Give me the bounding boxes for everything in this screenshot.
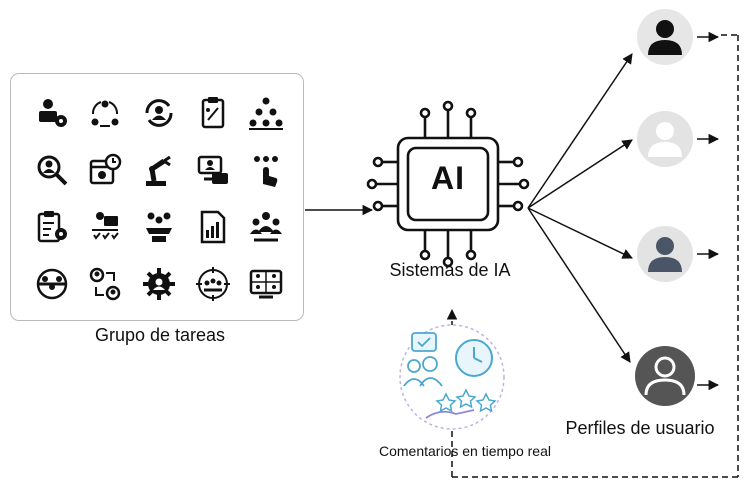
ai-chip-text: AI [431,160,465,196]
gear-person-icon [132,255,186,312]
org-hierarchy-icon [239,84,293,141]
user-profile-light-icon [637,111,693,167]
feedback-label: Comentarios en tiempo real [379,443,551,459]
task-icon-grid [25,84,293,312]
video-conference-icon [239,255,293,312]
report-chart-icon [186,198,240,255]
person-laptop-gear-icon [25,84,79,141]
profiles-label: Perfiles de usuario [565,418,715,438]
team-cycle-icon [79,84,133,141]
calendar-clock-icon [79,141,133,198]
people-exchange-icon [79,255,133,312]
clipboard-gear-icon [25,198,79,255]
hand-select-person-icon [239,141,293,198]
feedback-illustration-icon [399,324,505,430]
ai-to-profiles-arrows [527,53,633,363]
user-profile-slate-icon [637,226,693,282]
target-team-icon [186,255,240,312]
ai-system-label: Sistemas de IA [389,260,511,280]
meeting-table-icon [132,198,186,255]
team-delegation-icon [79,198,133,255]
ai-chip-icon [366,100,530,268]
user-profile-dark-icon [637,9,693,65]
person-refresh-icon [132,84,186,141]
task-group-panel [10,73,304,321]
team-group-icon [239,198,293,255]
clipboard-strategy-icon [186,84,240,141]
robot-arm-icon [132,141,186,198]
task-group-label: Grupo de tareas [94,325,226,345]
user-profile-outline-icon [635,346,695,406]
profile-output-arrows [452,31,739,478]
person-search-icon [25,141,79,198]
team-circle-icon [25,255,79,312]
person-computer-icon [186,141,240,198]
